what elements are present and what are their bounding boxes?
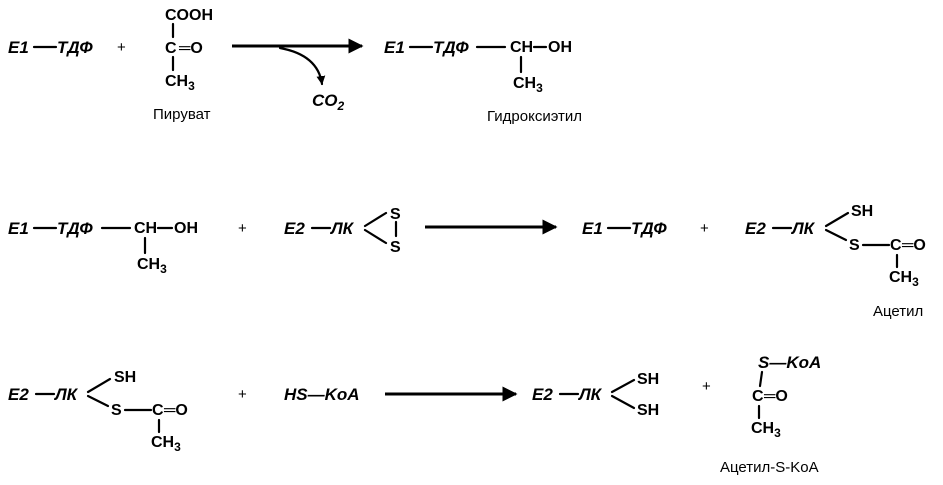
tdp-label: ТДФ xyxy=(433,38,469,57)
ch-group: CH xyxy=(134,220,157,237)
bond xyxy=(610,378,636,394)
methyl-group: CH3 xyxy=(889,269,919,289)
methyl-group: CH3 xyxy=(137,256,167,276)
plus-sign: + xyxy=(238,386,247,403)
tdp-label: ТДФ xyxy=(57,38,93,57)
thiol-group: SH xyxy=(851,203,873,220)
sulfur-atom: S xyxy=(390,239,401,256)
reaction-2: E1 ТДФ CH OH CH3 + E2 ЛК S S E1 ТДФ + E2… xyxy=(8,203,926,320)
tdp-label: ТДФ xyxy=(631,219,667,238)
bond xyxy=(86,377,112,394)
carbonyl-carbon: C xyxy=(152,402,164,419)
bond xyxy=(758,370,764,388)
sulfur-atom: S xyxy=(111,402,122,419)
plus-sign: + xyxy=(702,378,711,395)
oh-group: OH xyxy=(174,220,198,237)
coenzyme-a-label: HS—KoA xyxy=(284,385,360,404)
e2-label: E2 xyxy=(8,385,29,404)
lk-label: ЛК xyxy=(53,385,79,404)
plus-sign: + xyxy=(700,220,709,237)
lk-label: ЛК xyxy=(790,219,816,238)
sulfur-atom: S xyxy=(849,237,860,254)
s-koa-group: S—KoA xyxy=(758,353,821,372)
bond xyxy=(610,394,636,410)
e1-label: E1 xyxy=(384,38,405,57)
e1-label: E1 xyxy=(8,219,29,238)
sulfur-atom: S xyxy=(390,206,401,223)
bond xyxy=(824,211,850,228)
carbonyl-oxygen: ═O xyxy=(163,402,188,419)
methyl-group: CH3 xyxy=(151,434,181,454)
thiol-group: SH xyxy=(637,371,659,388)
co2-release-arrow xyxy=(278,46,326,86)
tdp-label: ТДФ xyxy=(57,219,93,238)
plus-sign: + xyxy=(117,39,126,56)
carbonyl-oxygen: ═O xyxy=(763,388,788,405)
bond xyxy=(363,211,388,228)
ch-group: CH xyxy=(510,39,533,56)
co2-label: CO2 xyxy=(312,91,345,113)
methyl-group: CH3 xyxy=(751,420,781,440)
bond xyxy=(86,394,110,408)
carbonyl-carbon: C xyxy=(752,388,764,405)
e2-label: E2 xyxy=(284,219,305,238)
carbonyl-carbon: C xyxy=(165,40,177,57)
lk-label: ЛК xyxy=(329,219,355,238)
e1-label: E1 xyxy=(8,38,29,57)
acetyl-s-koa-label: Ацетил-S-KoA xyxy=(720,459,819,476)
lk-label: ЛК xyxy=(577,385,603,404)
carbonyl-oxygen: ═O xyxy=(178,40,203,57)
bond xyxy=(824,228,848,242)
plus-sign: + xyxy=(238,220,247,237)
oh-group: OH xyxy=(548,39,572,56)
thiol-group: SH xyxy=(637,402,659,419)
pyruvate-label: Пируват xyxy=(153,106,211,123)
cooh-group: COOH xyxy=(165,7,213,24)
e2-label: E2 xyxy=(532,385,553,404)
reaction-1: E1 ТДФ + COOH C ═O CH3 Пируват CO2 E1 ТД… xyxy=(8,7,582,125)
carbonyl-carbon: C xyxy=(890,237,902,254)
hydroxyethyl-label: Гидроксиэтил xyxy=(487,108,582,125)
thiol-group: SH xyxy=(114,369,136,386)
carbonyl-oxygen: ═O xyxy=(901,237,926,254)
methyl-group: CH3 xyxy=(513,75,543,95)
bond xyxy=(363,228,388,245)
acetyl-label: Ацетил xyxy=(873,303,923,320)
e2-label: E2 xyxy=(745,219,766,238)
reaction-3: E2 ЛК SH S C ═O CH3 + HS—KoA E2 ЛК SH SH… xyxy=(8,353,821,476)
e1-label: E1 xyxy=(582,219,603,238)
methyl-group: CH3 xyxy=(165,73,195,93)
